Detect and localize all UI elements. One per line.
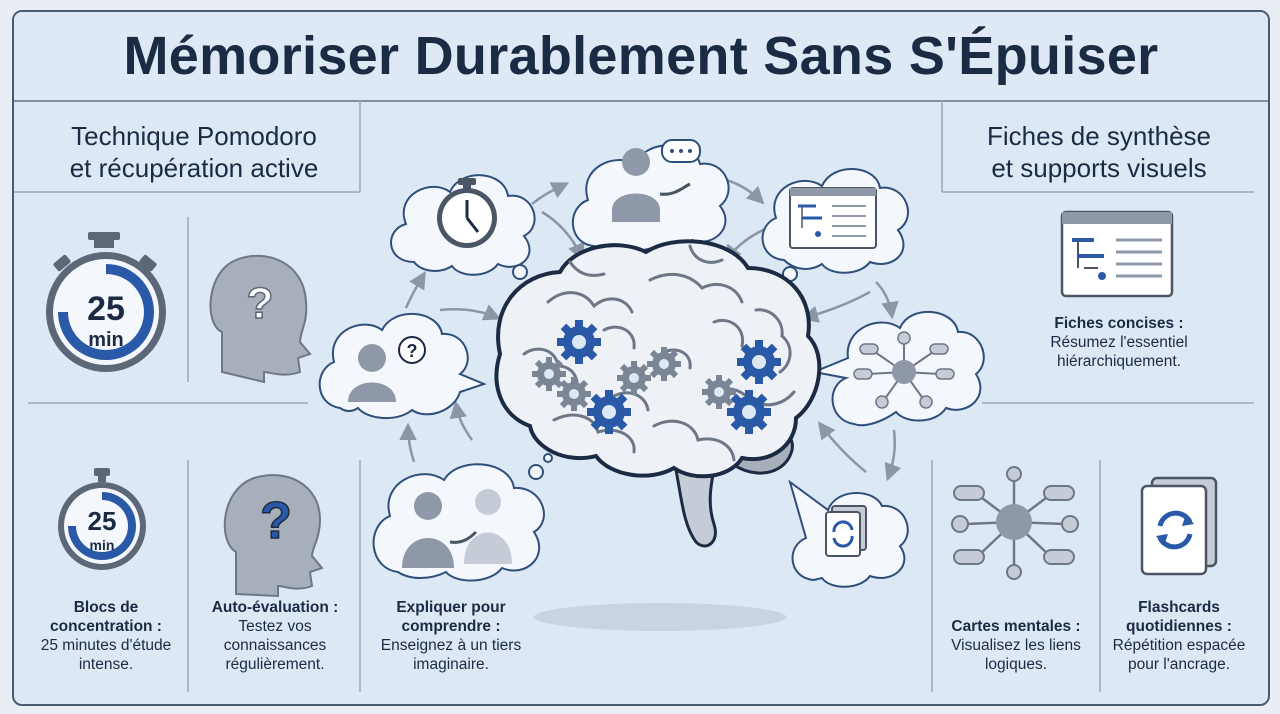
outline-document-bubble [761, 168, 909, 293]
caption-cartes-mentales: Cartes mentales : Visualisez les liens l… [934, 617, 1098, 674]
right-heading-line1: Fiches de synthèse [986, 121, 1211, 151]
caption-flashcards-title-1: Flashcards [1138, 599, 1220, 616]
self-test-head-icon: ? [223, 474, 324, 598]
head-question-icon: ? [209, 254, 312, 384]
timer-icon-small [58, 468, 146, 570]
flashcard-bubble [788, 479, 909, 588]
right-section-heading: Fiches de synthèse et supports visuels [944, 120, 1254, 184]
brain-illustration [494, 239, 822, 631]
caption-auto-desc-3: régulièrement. [225, 656, 325, 673]
caption-expliquer-desc-1: Enseignez à un tiers [380, 637, 522, 654]
caption-cartes-desc-1: Visualisez les liens [951, 637, 1081, 654]
caption-auto-title: Auto-évaluation : [211, 599, 339, 616]
caption-cartes-title: Cartes mentales : [951, 618, 1081, 635]
caption-auto-desc-2: connaissances [223, 637, 327, 654]
caption-fiches-desc-1: Résumez l'essentiel [1050, 334, 1188, 351]
caption-blocs-title-1: Blocs de [73, 599, 139, 616]
teaching-people-bubble [372, 453, 553, 582]
left-heading-line2: et récupération active [69, 153, 319, 183]
timer-25-label: 25 [87, 290, 125, 328]
caption-auto-evaluation: Auto-évaluation : Testez vos connaissanc… [194, 598, 356, 674]
flashcards-icon [1140, 476, 1218, 576]
divider-lines [14, 100, 1254, 692]
caption-flashcards: Flashcards quotidiennes : Répétition esp… [1102, 598, 1256, 674]
caption-blocs-desc-2: intense. [78, 656, 134, 673]
caption-auto-desc-1: Testez vos [238, 618, 312, 635]
outline-document-icon [1060, 210, 1174, 298]
caption-flashcards-desc-1: Répétition espacée [1112, 637, 1246, 654]
page-title: Mémoriser Durablement Sans S'Épuiser [14, 12, 1268, 102]
mind-map-icon [951, 466, 1079, 580]
caption-expliquer-desc-2: imaginaire. [413, 656, 489, 673]
caption-flashcards-title-2: quotidiennes : [1126, 618, 1232, 635]
mind-map-bubble [810, 311, 985, 427]
svg-text:?: ? [247, 279, 274, 328]
caption-blocs: Blocs de concentration : 25 minutes d'ét… [20, 598, 192, 674]
speaking-person-bubble [572, 139, 730, 265]
timer-icon [46, 232, 166, 372]
left-section-heading: Technique Pomodoro et récupération activ… [36, 120, 352, 184]
stopwatch-bubble [390, 174, 539, 291]
right-heading-line2: et supports visuels [991, 153, 1207, 183]
caption-expliquer: Expliquer pour comprendre : Enseignez à … [366, 598, 536, 674]
caption-blocs-desc-1: 25 minutes d'étude [40, 637, 172, 654]
infographic-frame: Mémoriser Durablement Sans S'Épuiser Tec… [12, 10, 1270, 706]
illustration: 25 min ? 25 min ? [14, 100, 1254, 692]
caption-flashcards-desc-2: pour l'ancrage. [1127, 656, 1231, 673]
caption-cartes-desc-2: logiques. [984, 656, 1048, 673]
caption-fiches-title: Fiches concises : [1054, 315, 1184, 332]
caption-fiches-concises: Fiches concises : Résumez l'essentiel hi… [1024, 314, 1214, 371]
timer2-min-label: min [90, 537, 115, 553]
svg-text:?: ? [260, 492, 292, 550]
svg-text:?: ? [407, 341, 418, 361]
caption-expliquer-title-2: comprendre : [401, 618, 501, 635]
left-heading-line1: Technique Pomodoro [71, 121, 317, 151]
timer-min-label: min [88, 329, 124, 351]
questioning-person-bubble: ? [318, 313, 487, 420]
caption-fiches-desc-2: hiérarchiquement. [1056, 353, 1182, 370]
caption-blocs-title-2: concentration : [50, 618, 162, 635]
caption-expliquer-title-1: Expliquer pour [396, 599, 506, 616]
timer2-25-label: 25 [88, 506, 117, 536]
